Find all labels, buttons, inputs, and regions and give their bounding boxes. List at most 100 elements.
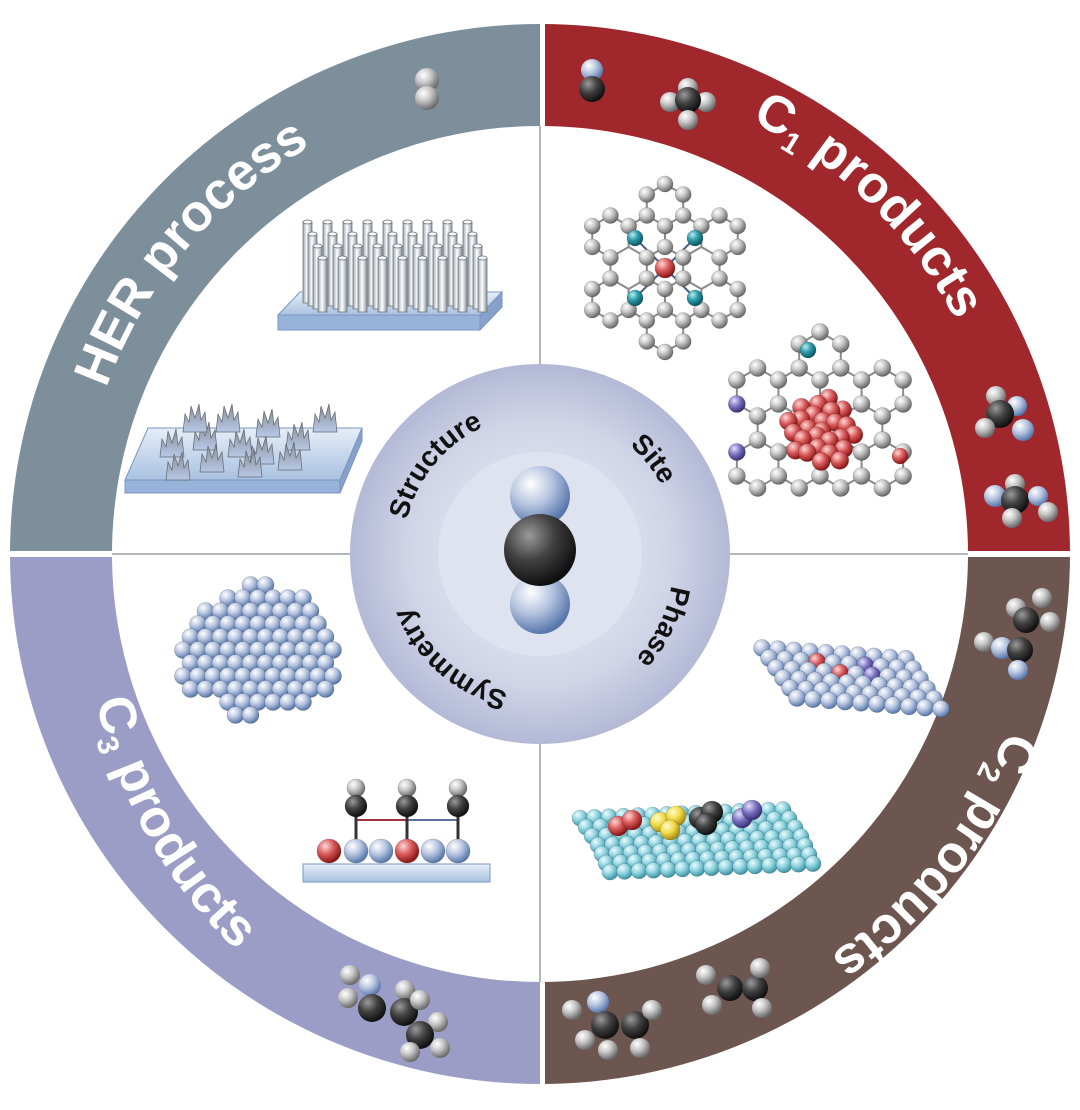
h2-molecule-icon bbox=[415, 68, 439, 110]
nanorod bbox=[417, 257, 428, 313]
nanospike bbox=[159, 428, 185, 458]
nanorod bbox=[377, 257, 388, 313]
carbon-atom bbox=[711, 249, 728, 266]
nanoparticle-atom bbox=[294, 693, 312, 711]
nanorod bbox=[317, 257, 328, 313]
carbon-atom bbox=[729, 217, 747, 235]
surface-atom bbox=[703, 859, 720, 877]
carbon-atom bbox=[656, 343, 674, 361]
carbon-atom bbox=[873, 359, 892, 377]
nanoparticle-atom bbox=[316, 628, 335, 646]
carbon-atom bbox=[711, 207, 728, 224]
nanorod bbox=[457, 257, 468, 313]
surface-atom bbox=[761, 857, 778, 874]
carbon-atom bbox=[638, 207, 656, 224]
doped-surface-illustration bbox=[571, 799, 822, 881]
carbon-atom bbox=[729, 301, 747, 319]
nanoparticle-atom bbox=[264, 693, 282, 711]
surface-atom bbox=[394, 838, 420, 864]
nanoparticle-atom bbox=[316, 680, 335, 698]
alloy-atom bbox=[916, 698, 934, 717]
nitrogen-atom bbox=[686, 289, 704, 307]
dopant-atom bbox=[621, 809, 643, 831]
nanorod bbox=[397, 257, 408, 313]
nanoparticle-atom bbox=[181, 680, 200, 698]
carbon-atom bbox=[728, 395, 746, 413]
nanospike bbox=[285, 421, 311, 451]
carbon-atom bbox=[638, 333, 656, 350]
nanoparticle-atom bbox=[294, 589, 312, 607]
surface-atom bbox=[804, 855, 822, 872]
surface-atom bbox=[368, 838, 394, 864]
alloy-atom bbox=[804, 690, 822, 709]
carbon-atom bbox=[674, 249, 692, 266]
carbon-atom bbox=[873, 407, 892, 425]
nitrogen-atom bbox=[686, 229, 704, 247]
cluster-atom bbox=[830, 451, 850, 470]
nanospike bbox=[182, 403, 208, 433]
nanorod bbox=[337, 257, 348, 313]
carbon-atom bbox=[769, 371, 788, 389]
carbon-atom bbox=[748, 479, 767, 497]
carbon-atom bbox=[769, 443, 788, 461]
carbon-atom bbox=[728, 467, 746, 485]
ethylene-molecule-icon bbox=[696, 958, 772, 1018]
hydrogen-atom bbox=[397, 778, 417, 798]
alloy-atom bbox=[820, 691, 838, 710]
acetic-molecule-icon bbox=[562, 991, 662, 1060]
carbon-atom bbox=[674, 207, 692, 224]
surface-atom bbox=[688, 860, 706, 877]
nanoparticle-atom bbox=[301, 602, 320, 620]
co-molecule-icon bbox=[579, 59, 605, 102]
nanoparticle-atom bbox=[226, 706, 245, 724]
carbon-atom bbox=[583, 238, 601, 256]
carbon-atom bbox=[790, 479, 809, 497]
carbon-atom bbox=[674, 186, 692, 203]
carbon-atom bbox=[656, 280, 674, 298]
carbon-atom bbox=[656, 217, 674, 235]
carbon-atom bbox=[852, 395, 871, 413]
carbon-atom bbox=[748, 431, 767, 449]
carbon-atom bbox=[728, 371, 746, 389]
dopant-atom bbox=[659, 819, 681, 841]
carbon-atom bbox=[602, 249, 619, 266]
propanol-molecule-icon bbox=[338, 965, 450, 1062]
nanoparticle-atom bbox=[241, 706, 260, 724]
methanol-molecule-icon bbox=[975, 386, 1034, 441]
nanorod bbox=[477, 257, 488, 313]
carbon-atom bbox=[638, 270, 656, 287]
carbon-atom bbox=[729, 238, 747, 256]
surface-atom bbox=[343, 838, 369, 864]
surface-atom bbox=[746, 857, 764, 875]
carbon-atom bbox=[638, 186, 656, 203]
co2-molecule-icon bbox=[504, 466, 576, 634]
carbon-atom bbox=[852, 467, 871, 485]
nanoparticle-atom bbox=[309, 615, 327, 633]
carbon-atom bbox=[894, 467, 912, 485]
nanospike bbox=[215, 403, 241, 433]
nanospike bbox=[255, 408, 281, 438]
carbon-atom bbox=[656, 175, 674, 193]
surface-atom bbox=[630, 862, 648, 880]
carbon-atom bbox=[852, 443, 871, 461]
carbon-atom bbox=[769, 467, 788, 485]
metal-atom bbox=[654, 257, 676, 279]
carbon-atom bbox=[894, 371, 912, 389]
nanoparticle-atom bbox=[279, 693, 297, 711]
carbon-atom bbox=[748, 359, 767, 377]
surface-atom bbox=[601, 863, 619, 881]
ethanol-molecule-icon bbox=[974, 588, 1060, 680]
nanorod bbox=[437, 257, 448, 313]
carbon-atom bbox=[602, 312, 619, 329]
carbon-atom bbox=[674, 270, 692, 287]
carbon-atom bbox=[656, 301, 674, 319]
alloy-atom bbox=[884, 696, 902, 715]
carbon-atom bbox=[583, 217, 601, 235]
carbon-atom bbox=[852, 371, 871, 389]
carbon-atom bbox=[873, 431, 892, 449]
carbon-atom bbox=[395, 794, 419, 818]
nanoparticle-atom bbox=[316, 654, 335, 672]
nanospike bbox=[277, 441, 303, 471]
carbon-atom bbox=[602, 207, 619, 224]
